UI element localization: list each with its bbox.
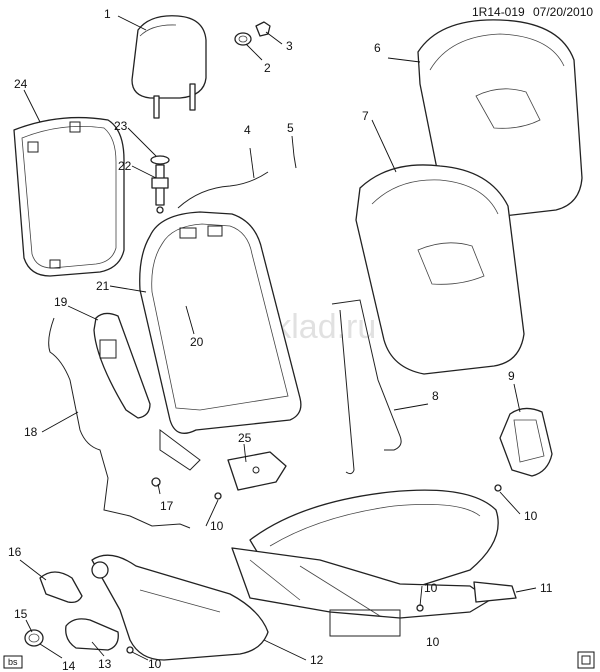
callout-12: 12	[310, 653, 324, 667]
seat-adjuster-frame	[231, 547, 491, 637]
callout-21: 21	[96, 279, 110, 293]
callout-8: 8	[432, 389, 439, 403]
callout-13: 13	[98, 657, 112, 671]
callout-10b: 10	[524, 509, 538, 523]
fastener-10b	[494, 484, 502, 492]
corner-badge-label: bs	[8, 657, 18, 667]
seat-wire	[331, 299, 402, 451]
callout-19: 19	[54, 295, 68, 309]
callout-11: 11	[540, 581, 553, 595]
outer-side-shield	[91, 554, 269, 661]
callout-7: 7	[362, 109, 369, 123]
seatback-wire-rod	[177, 171, 269, 209]
callout-1: 1	[104, 7, 111, 21]
headrest-guide-clip	[234, 21, 271, 46]
retainer-pin	[293, 155, 297, 169]
diagram-code: 1R14-019	[472, 5, 525, 19]
callout-10d: 10	[148, 657, 162, 671]
callout-18: 18	[24, 425, 38, 439]
corner-badge-bs: bs	[3, 655, 23, 669]
callout-16: 16	[8, 545, 22, 559]
fastener-10d	[126, 646, 134, 654]
seatback-cushion	[355, 164, 525, 375]
callout-3: 3	[286, 39, 293, 53]
bracket	[227, 451, 287, 491]
seatback-panel	[13, 116, 125, 277]
callout-10e: 10	[424, 581, 438, 595]
callout-5: 5	[287, 121, 294, 135]
headrest	[131, 15, 207, 119]
callout-25: 25	[238, 431, 252, 445]
side-airbag-module	[93, 312, 151, 419]
callout-22: 22	[118, 159, 132, 173]
seatback-frame	[139, 211, 302, 471]
diagram-date: 07/20/2010	[533, 5, 593, 19]
fastener-17	[151, 477, 161, 487]
callout-14: 14	[62, 659, 76, 672]
wire-harness	[48, 317, 191, 529]
callout-9: 9	[508, 369, 515, 383]
callout-10a: 10	[210, 519, 224, 533]
headrest-guide	[150, 155, 170, 214]
knob	[24, 629, 44, 647]
callout-17: 17	[160, 499, 174, 513]
callout-24: 24	[14, 77, 28, 91]
recliner-cover	[499, 407, 553, 477]
callout-2: 2	[264, 61, 271, 75]
corner-badge-icon	[577, 651, 595, 669]
callout-labels: 1 2 3 4 5 6 7 8 9 10 10 10 10 10 11 12 1…	[8, 7, 553, 672]
adjuster-bracket	[473, 581, 517, 603]
recline-handle	[65, 618, 119, 651]
callout-15: 15	[14, 607, 28, 621]
callout-6: 6	[374, 41, 381, 55]
height-handle	[39, 571, 83, 604]
callout-23: 23	[114, 119, 128, 133]
fastener-10a	[214, 492, 222, 500]
callout-4: 4	[244, 123, 251, 137]
leader-lines	[19, 15, 537, 661]
callout-20: 20	[190, 335, 204, 349]
callout-10c: 10	[426, 635, 440, 649]
